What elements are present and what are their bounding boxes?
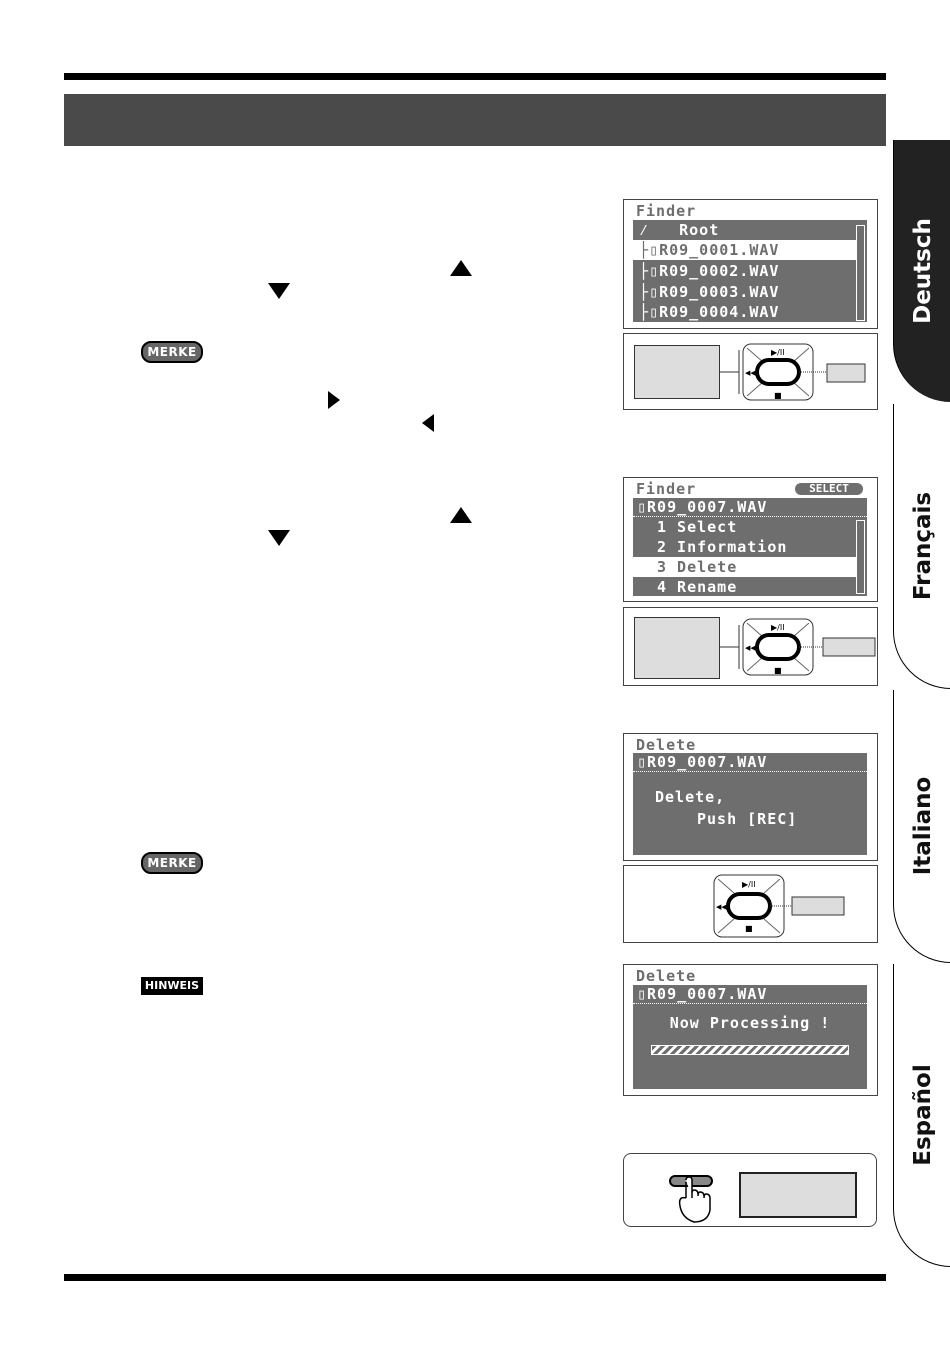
folder-icon: ⁄ <box>639 221 660 239</box>
root-row: ⁄ Root <box>633 220 867 240</box>
merke-badge: MERKE <box>141 341 203 363</box>
control-diagram: ▶/II ◀◀ ■ <box>623 865 878 943</box>
file-icon: ├▯ <box>639 262 660 280</box>
file-name: R09_0002.WAV <box>659 262 780 280</box>
file-name: R09_0007.WAV <box>647 498 768 516</box>
file-row[interactable]: ├▯R09_0004.WAV <box>633 302 867 322</box>
display-box <box>634 345 720 399</box>
button-press-diagram <box>623 1153 877 1227</box>
file-icon: ▯ <box>637 985 648 1003</box>
finger-press-icon <box>669 1175 713 1223</box>
down-arrow-icon <box>268 530 290 546</box>
delete-processing-screen: Delete ▯R09_0007.WAV Now Processing ! <box>623 964 878 1096</box>
menu-item-rename[interactable]: 4 Rename <box>657 578 738 596</box>
finder-file-list-screen: Finder ⁄ Root ├▯R09_0001.WAV ├▯R09_0002.… <box>623 199 878 329</box>
tab-label-francais: Français <box>909 491 936 601</box>
down-arrow-icon <box>268 283 290 299</box>
screen-title: Finder <box>636 480 697 498</box>
processing-message: Now Processing ! <box>669 1014 831 1032</box>
file-name: R09_0004.WAV <box>659 303 780 321</box>
tab-italiano[interactable]: Italiano <box>893 690 950 963</box>
tab-label-espanol: Español <box>909 1064 936 1166</box>
lcd-display: ▯R09_0007.WAV 1 Select 2 Information 3 D… <box>633 498 867 596</box>
lcd-display: ▯R09_0007.WAV Now Processing ! <box>633 985 867 1089</box>
lcd-display: ⁄ Root ├▯R09_0001.WAV ├▯R09_0002.WAV ├▯R… <box>633 220 867 322</box>
confirm-line-2: Push [REC] <box>697 810 798 828</box>
tab-espanol[interactable]: Español <box>893 964 950 1267</box>
play-pause-label: ▶/II <box>771 348 785 357</box>
left-arrow-icon <box>422 414 434 432</box>
file-row[interactable]: ├▯R09_0003.WAV <box>633 282 867 302</box>
file-row[interactable]: ├▯R09_0002.WAV <box>633 261 867 281</box>
file-name: R09_0007.WAV <box>647 985 768 1003</box>
lcd-display: ▯R09_0007.WAV Delete, Push [REC] <box>633 753 867 855</box>
tab-label-deutsch: Deutsch <box>909 218 936 324</box>
file-name: R09_0003.WAV <box>659 283 780 301</box>
play-pause-label: ▶/II <box>742 880 756 889</box>
navigation-pad: ▶/II ◀◀ ■ <box>719 618 876 676</box>
confirm-line-1: Delete, <box>655 788 726 806</box>
hinweis-badge: HINWEIS <box>141 977 203 995</box>
scrollbar[interactable] <box>856 520 865 594</box>
file-icon: ▯ <box>637 753 648 771</box>
rewind-label: ◀◀ <box>745 369 756 377</box>
tab-francais[interactable]: Français <box>893 404 950 689</box>
file-icon: ├▯ <box>639 303 660 321</box>
control-diagram: ▶/II ◀◀ ■ <box>623 333 878 410</box>
bottom-rule <box>64 1274 886 1281</box>
up-arrow-icon <box>450 507 472 523</box>
scrollbar[interactable] <box>856 225 865 321</box>
progress-fill <box>652 1046 848 1054</box>
file-header-row: ▯R09_0007.WAV <box>633 498 867 517</box>
merke-badge: MERKE <box>141 852 203 874</box>
file-icon: ├▯ <box>639 241 660 259</box>
screen-title: Delete <box>636 736 697 754</box>
right-arrow-icon <box>328 391 340 409</box>
file-name: R09_0007.WAV <box>647 753 768 771</box>
select-badge: SELECT <box>795 483 863 495</box>
file-row-selected[interactable]: ├▯R09_0001.WAV <box>633 240 857 260</box>
menu-item-select[interactable]: 1 Select <box>657 518 738 536</box>
menu-item-delete[interactable]: 3 Delete <box>633 557 857 577</box>
tab-label-italiano: Italiano <box>909 776 936 876</box>
section-header-bar <box>64 94 886 146</box>
menu-item-information[interactable]: 2 Information <box>657 538 788 556</box>
file-header-row: ▯R09_0007.WAV <box>633 753 867 772</box>
file-icon: ├▯ <box>639 283 660 301</box>
file-name: R09_0001.WAV <box>659 241 780 259</box>
screen-title: Delete <box>636 967 697 985</box>
finder-menu-screen: Finder SELECT ▯R09_0007.WAV 1 Select 2 I… <box>623 477 878 602</box>
root-label: Root <box>679 221 720 239</box>
screen-title: Finder <box>636 202 697 220</box>
display-box <box>634 617 720 679</box>
navigation-pad: ▶/II ◀◀ ■ <box>719 343 866 401</box>
navigation-pad: ▶/II ◀◀ ■ <box>713 874 845 938</box>
file-header-row: ▯R09_0007.WAV <box>633 985 867 1004</box>
stop-label: ■ <box>745 924 753 933</box>
stop-label: ■ <box>774 391 782 400</box>
top-rule <box>64 73 886 80</box>
tab-deutsch[interactable]: Deutsch <box>893 140 950 402</box>
display-box <box>739 1172 857 1218</box>
delete-confirm-screen: Delete ▯R09_0007.WAV Delete, Push [REC] <box>623 733 878 861</box>
up-down-icon: ⇕ <box>635 559 643 573</box>
play-pause-label: ▶/II <box>771 623 785 632</box>
stop-label: ■ <box>774 666 782 675</box>
progress-bar <box>651 1045 849 1055</box>
file-icon: ▯ <box>637 498 648 516</box>
rewind-label: ◀◀ <box>745 644 756 652</box>
control-diagram: ▶/II ◀◀ ■ <box>623 607 878 686</box>
up-arrow-icon <box>450 260 472 276</box>
rewind-label: ◀◀ <box>716 903 727 911</box>
